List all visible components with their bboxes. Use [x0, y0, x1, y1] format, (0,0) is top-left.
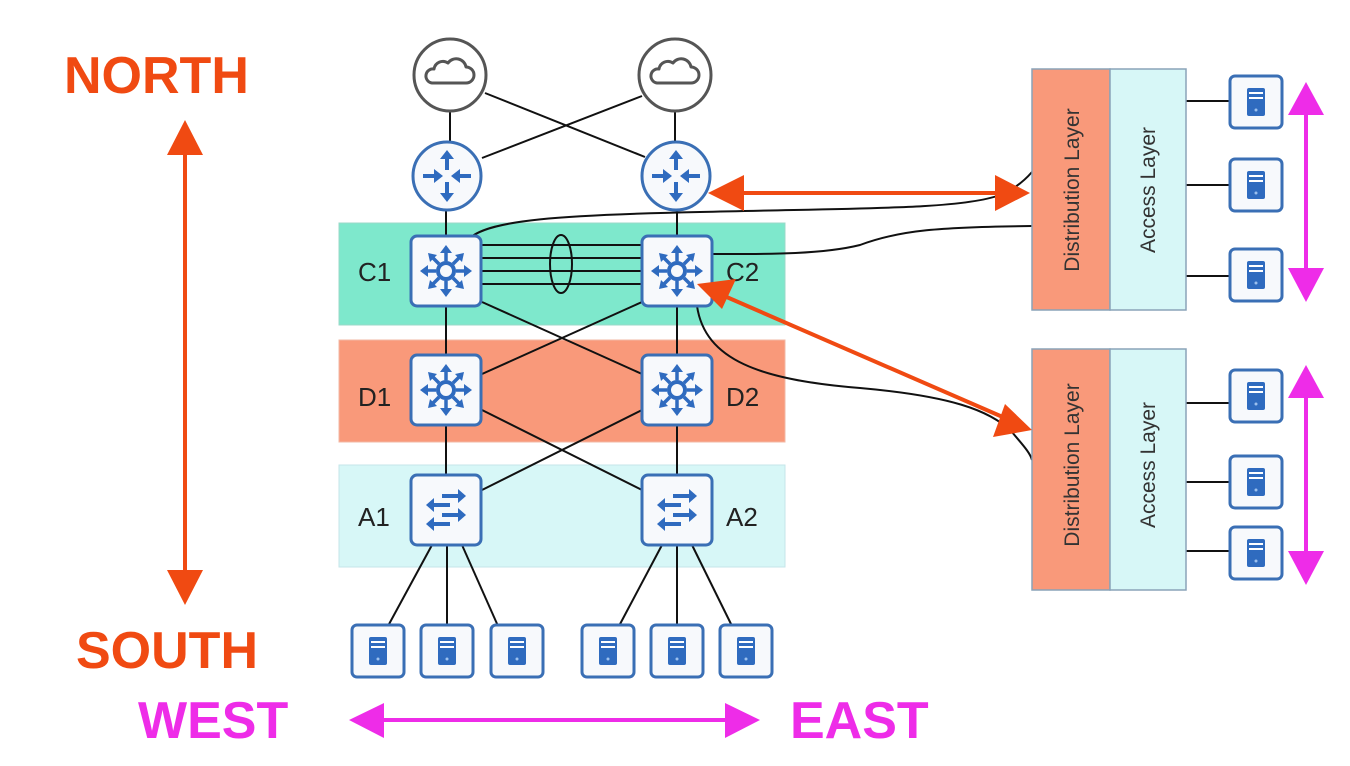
router-1[interactable] — [411, 140, 483, 212]
core-label-c1: C1 — [358, 257, 391, 287]
remote-block-1: Distribution Layer Access Layer — [1031, 68, 1187, 311]
access-layer-box[interactable] — [1109, 348, 1187, 591]
access-switch-a1[interactable] — [409, 473, 483, 547]
endpoint-block2-2[interactable] — [1228, 454, 1284, 510]
server-icon — [1246, 260, 1266, 290]
server-icon — [1246, 87, 1266, 117]
server-icon — [437, 636, 457, 666]
server-icon — [1246, 467, 1266, 497]
core-layer-band — [338, 222, 786, 326]
south-label: SOUTH — [76, 622, 258, 680]
endpoint-block1-1[interactable] — [1228, 74, 1284, 130]
access-label-a2: A2 — [726, 502, 758, 532]
server-icon — [667, 636, 687, 666]
internet-cloud-1[interactable] — [412, 37, 488, 113]
server-icon — [1246, 381, 1266, 411]
north-south-arrow — [167, 120, 203, 605]
distribution-layer-box[interactable] — [1031, 68, 1111, 311]
remote-block-2: Distribution Layer Access Layer — [1031, 348, 1187, 591]
core-to-block2-arrow — [697, 279, 1032, 437]
server-icon — [1246, 170, 1266, 200]
endpoint-block1-2[interactable] — [1228, 157, 1284, 213]
access-label-a1: A1 — [358, 502, 390, 532]
east-label: EAST — [790, 692, 929, 750]
server-icon — [368, 636, 388, 666]
endpoint-a1-2[interactable] — [419, 623, 475, 679]
endpoint-a1-3[interactable] — [489, 623, 545, 679]
distribution-layer-label: Distribution Layer — [1061, 383, 1084, 546]
access-layer-label: Access Layer — [1137, 402, 1160, 528]
router-2[interactable] — [640, 140, 712, 212]
access-switch-a2[interactable] — [640, 473, 714, 547]
north-label: NORTH — [64, 47, 249, 105]
distribution-layer-box[interactable] — [1031, 348, 1111, 591]
distribution-layer-label: Distribution Layer — [1061, 108, 1084, 271]
endpoint-block2-1[interactable] — [1228, 368, 1284, 424]
east-west-arrow-block1 — [1288, 82, 1324, 302]
distribution-label-d1: D1 — [358, 382, 391, 412]
distribution-switch-d2[interactable] — [640, 353, 714, 427]
endpoint-a2-3[interactable] — [718, 623, 774, 679]
core-switch-c1[interactable] — [409, 234, 483, 308]
server-icon — [1246, 538, 1266, 568]
access-layer-band — [338, 464, 786, 568]
access-layer-box[interactable] — [1109, 68, 1187, 311]
east-west-arrow — [349, 703, 760, 738]
west-label: WEST — [138, 692, 288, 750]
server-icon — [598, 636, 618, 666]
core-switch-c2[interactable] — [640, 234, 714, 308]
access-layer-label: Access Layer — [1137, 127, 1160, 253]
distribution-switch-d1[interactable] — [409, 353, 483, 427]
east-west-arrow-block2 — [1288, 365, 1324, 585]
etherchannel-bundle-icon — [549, 234, 573, 294]
links — [387, 92, 1230, 627]
server-icon — [736, 636, 756, 666]
endpoint-block2-3[interactable] — [1228, 525, 1284, 581]
router-to-block1-arrow — [708, 175, 1030, 211]
internet-cloud-2[interactable] — [637, 37, 713, 113]
server-icon — [507, 636, 527, 666]
endpoint-block1-3[interactable] — [1228, 247, 1284, 303]
endpoint-a2-2[interactable] — [649, 623, 705, 679]
endpoint-a1-1[interactable] — [350, 623, 406, 679]
distribution-layer-band — [338, 339, 786, 443]
distribution-label-d2: D2 — [726, 382, 759, 412]
endpoint-a2-1[interactable] — [580, 623, 636, 679]
